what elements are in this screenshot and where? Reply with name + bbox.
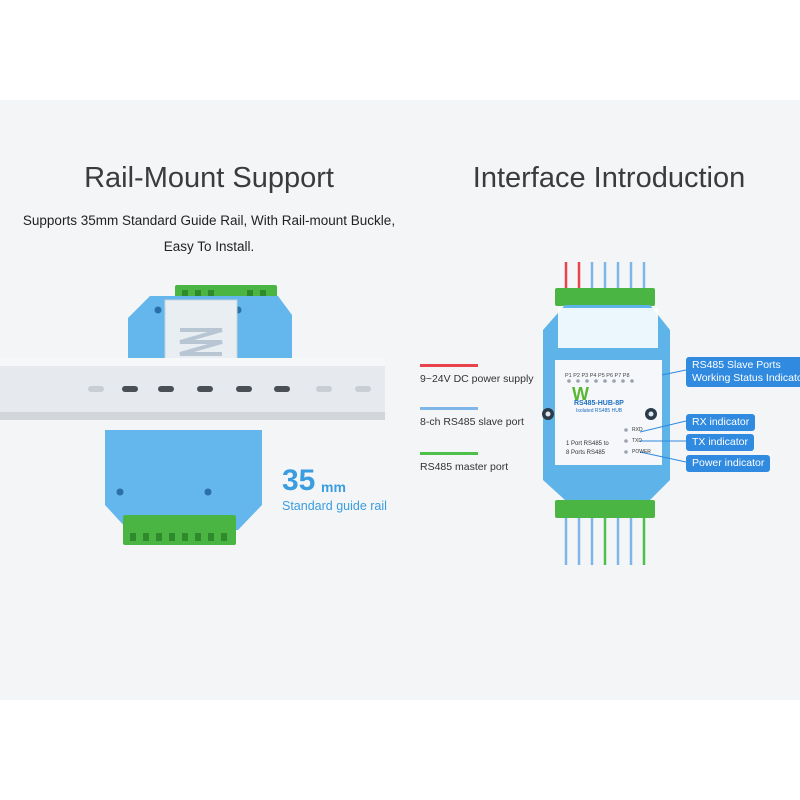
led-label-txd: TXD (632, 438, 642, 444)
device-model: RS485-HUB-8P (574, 400, 624, 407)
callout-rx: RX indicator (686, 414, 756, 431)
legend-bar-power (420, 364, 478, 367)
port-led-labels: P1 P2 P3 P4 P5 P6 P7 P8 (565, 373, 630, 379)
led-label-rxd: RXD (632, 427, 643, 433)
legend-slave-label: 8-ch RS485 slave port (420, 416, 524, 428)
bottom-wires (564, 518, 646, 565)
brand-logo-mark: W (572, 384, 589, 404)
rail-mount-title: Rail-Mount Support (84, 162, 334, 194)
callout-slave-indicators: RS485 Slave Ports Working Status Indicat… (686, 357, 800, 387)
bottom-terminal-block (123, 515, 236, 545)
device-bottom-body (105, 430, 262, 530)
legend-power-label: 9~24V DC power supply (420, 373, 534, 385)
rail-buckle (164, 299, 238, 369)
device-label-panel (555, 360, 662, 465)
device-subtitle: Isolated RS485 HUB (576, 408, 623, 414)
rail-slots (88, 386, 371, 392)
device-bottom-terminal (555, 500, 655, 518)
rail-size-number: 35 (282, 464, 316, 497)
device-desc-line-2: 8 Ports RS485 (566, 450, 606, 456)
rail-mount-description: Supports 35mm Standard Guide Rail, With … (0, 208, 418, 260)
callout-slave-line-2: Working Status Indicators (692, 372, 800, 384)
callout-power: Power indicator (686, 455, 771, 472)
description-line-2: Easy To Install. (163, 239, 255, 254)
callout-slave-line-1: RS485 Slave Ports (692, 359, 781, 371)
led-label-power: POWER (632, 449, 651, 455)
legend-bar-slave (420, 407, 478, 410)
interface-title: Interface Introduction (472, 162, 746, 194)
device-description: 1 Port RS485 to 8 Ports RS485 (566, 440, 609, 458)
legend-bar-master (420, 452, 478, 455)
device-desc-line-1: 1 Port RS485 to (566, 441, 609, 447)
rail-size-unit: mm (321, 479, 346, 495)
device-top-terminal (555, 288, 655, 306)
description-line-1: Supports 35mm Standard Guide Rail, With … (22, 213, 396, 228)
callout-tx: TX indicator (686, 434, 755, 451)
top-wires (564, 262, 646, 290)
legend-master-label: RS485 master port (420, 461, 509, 473)
rail-size-caption: Standard guide rail (282, 499, 387, 513)
